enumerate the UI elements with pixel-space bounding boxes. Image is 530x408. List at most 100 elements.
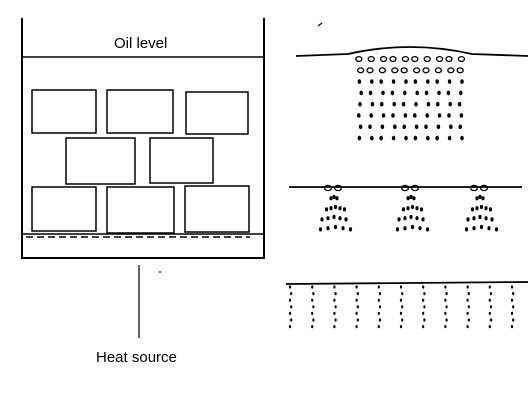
bubble-dot <box>447 79 452 84</box>
bubble-dot <box>397 217 401 222</box>
bubble-dot <box>379 135 384 141</box>
bubble-dot <box>436 101 440 107</box>
bubble-dot <box>475 206 479 211</box>
bubble-dot <box>445 55 453 63</box>
bubble-dot <box>312 292 315 296</box>
container-outline <box>21 18 265 259</box>
bubble-dot <box>488 298 491 302</box>
bubble-dot <box>290 305 293 309</box>
bubble-dot <box>393 124 397 130</box>
bubble-dot <box>413 79 418 84</box>
bubble-dot <box>490 217 494 222</box>
bubble-dot <box>410 224 415 230</box>
bubble-dot <box>329 196 333 201</box>
bubble-dot <box>421 217 425 222</box>
bubble-dot <box>403 226 407 231</box>
bubble-dot <box>494 227 499 232</box>
panel-uniform-bubble-columns <box>285 281 529 329</box>
bubble-dot <box>479 224 484 230</box>
bubble-dot <box>488 325 491 329</box>
bubble-dot <box>356 318 359 322</box>
bubble-dot <box>448 101 453 107</box>
bubble-dot <box>288 298 292 302</box>
bubble-dot <box>288 285 292 289</box>
bubble-dot <box>445 318 448 322</box>
bubble-dot <box>320 217 324 222</box>
bubble-dot <box>510 325 514 329</box>
bubble-dot <box>334 292 337 296</box>
bubble-dot <box>333 325 336 329</box>
bubble-dot <box>355 298 358 302</box>
bubble-dot <box>399 311 403 315</box>
bubble-dot <box>338 206 342 211</box>
block <box>106 89 174 134</box>
bubble-dot <box>355 285 358 289</box>
bubble-dot <box>444 298 447 302</box>
panel-bubble-columns-under-droplets <box>289 184 522 232</box>
bubble-dot <box>358 124 363 130</box>
bubble-dot <box>459 90 463 96</box>
bubble-dot <box>466 298 469 302</box>
bubble-dot <box>370 101 375 107</box>
bubble-dot <box>391 135 396 141</box>
bubble-dot <box>358 101 362 107</box>
bubble-dot <box>348 227 353 232</box>
bubble-dot <box>484 216 488 221</box>
bubble-dot <box>436 124 441 130</box>
bubble-dot <box>424 90 429 96</box>
bubble-dot <box>391 79 396 84</box>
bubble-dot <box>466 311 469 315</box>
bubble-dot <box>437 90 441 96</box>
bubble-dot <box>333 204 338 210</box>
bubble-dot <box>342 207 347 212</box>
bubble-dot <box>478 214 482 220</box>
bubble-dot <box>378 292 382 296</box>
bubble-dot <box>409 214 413 220</box>
bubble-dot <box>324 207 329 212</box>
bubble-dot <box>326 216 330 221</box>
bubble-dot <box>344 217 348 222</box>
bubble-dot <box>403 216 407 221</box>
bubble-dot <box>413 135 418 141</box>
bubble-dot <box>426 101 431 107</box>
bubble-dot <box>437 113 442 118</box>
bubble-dot <box>489 318 493 322</box>
bubble-dot <box>401 55 410 63</box>
bubble-dot <box>447 135 452 141</box>
bubble-dot <box>368 90 373 96</box>
bubble-dot <box>401 305 404 309</box>
bubble-dot <box>488 311 491 315</box>
surface-line <box>295 46 529 57</box>
bubble-dot <box>510 285 514 289</box>
block <box>31 89 97 134</box>
bubble-dot <box>400 184 410 192</box>
block <box>149 137 214 184</box>
block <box>185 91 249 135</box>
bubble-dot <box>390 90 395 96</box>
bubble-dot <box>415 90 420 96</box>
bubble-dot <box>469 184 479 192</box>
bubble-dot <box>379 79 384 84</box>
bubble-dot <box>489 305 493 309</box>
bubble-dot <box>357 113 361 118</box>
bubble-dot <box>334 305 337 309</box>
bubble-dot <box>370 135 374 141</box>
bubble-dot <box>368 124 372 130</box>
bubble-dot <box>472 216 476 221</box>
block <box>31 186 97 232</box>
bubble-dot <box>487 226 491 231</box>
bubble-dot <box>391 67 399 74</box>
bubble-dot <box>333 298 336 302</box>
bubble-dot <box>288 311 292 315</box>
bubble-dot <box>422 67 430 74</box>
bubble-dot <box>403 90 407 96</box>
bubble-dot <box>422 325 425 329</box>
bubble-dot <box>435 55 444 63</box>
bubble-dot <box>435 79 440 84</box>
bubble-dot <box>380 124 385 130</box>
bubble-dot <box>401 292 404 296</box>
bubble-dot <box>458 124 463 130</box>
bubble-dot <box>422 298 425 302</box>
bubble-dot <box>381 90 385 96</box>
